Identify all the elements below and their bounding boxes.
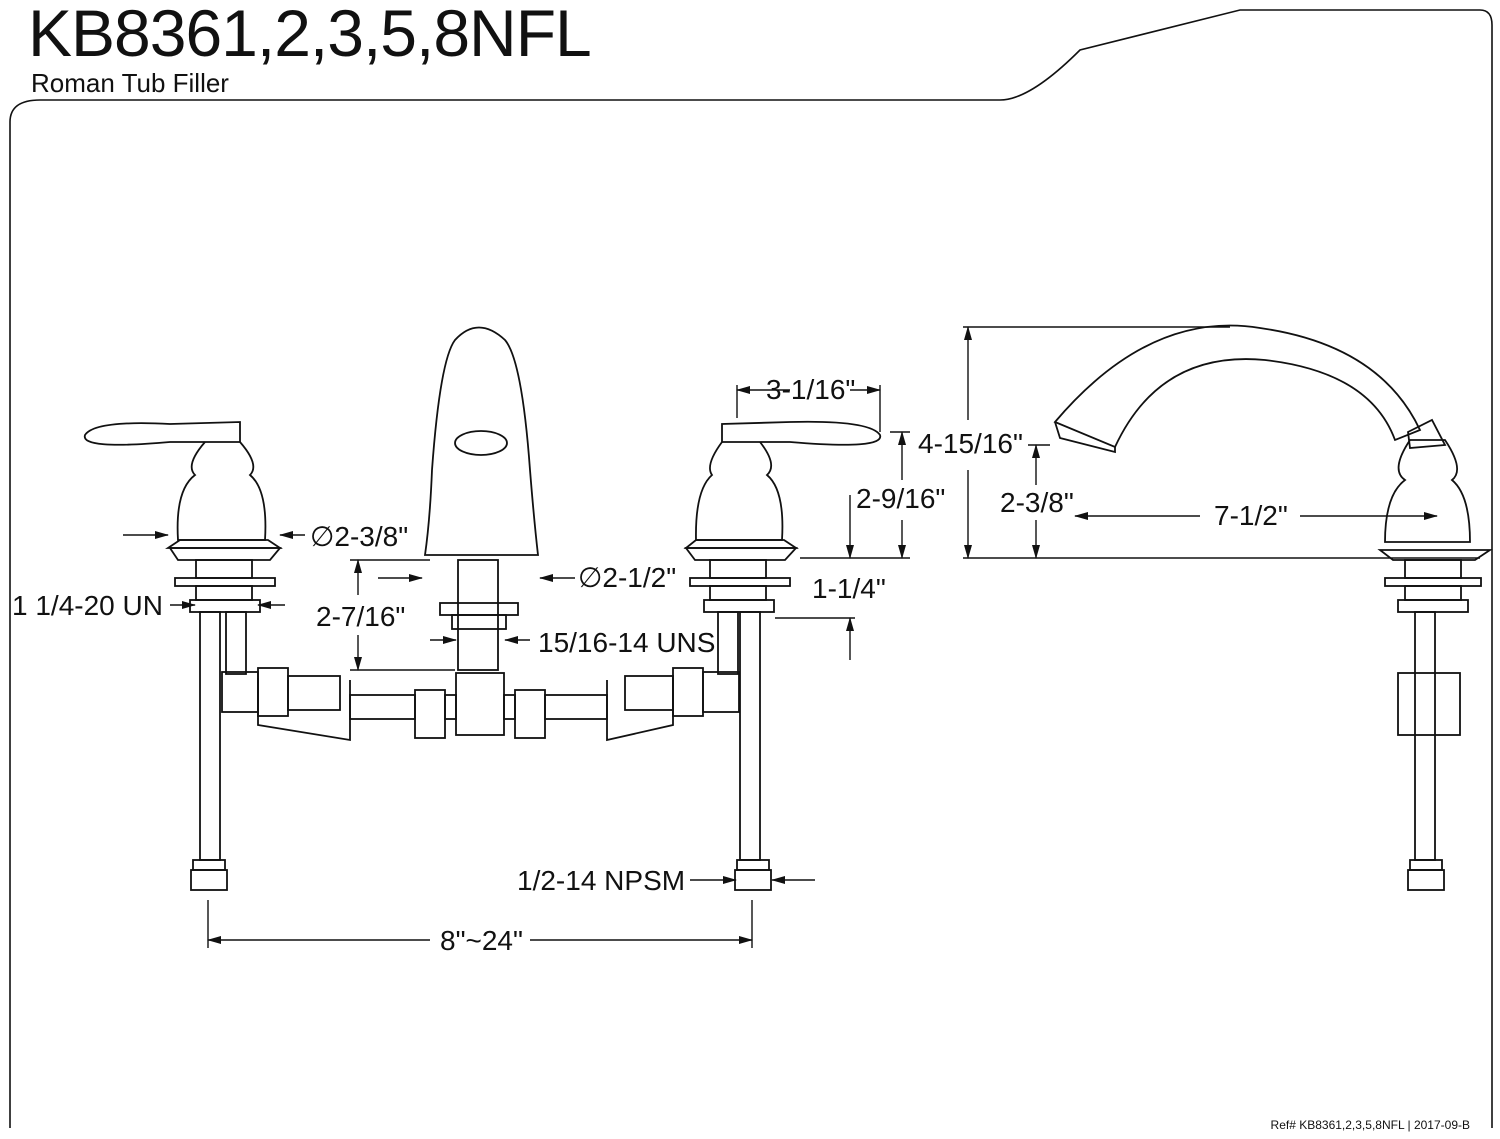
hose-assembly	[221, 667, 740, 742]
page-frame	[9, 9, 1493, 1128]
dim-handle-width: 3-1/16"	[766, 374, 855, 405]
dim-spout-height: 4-15/16"	[918, 428, 1023, 459]
dim-spout-reach: 7-1/2"	[1214, 500, 1288, 531]
spout-side-drawing	[1053, 324, 1493, 891]
right-handle-drawing	[683, 420, 881, 891]
dim-inlet-thread: 1/2-14 NPSM	[517, 865, 685, 896]
dim-handle-height: 2-9/16"	[856, 483, 945, 514]
dim-center-spread: 8"~24"	[440, 925, 523, 956]
left-handle-drawing	[84, 421, 283, 891]
dim-handle-shank-length: 1-1/4"	[812, 573, 886, 604]
dim-spout-shank-length: 2-7/16"	[316, 601, 405, 632]
reference-footer: Ref# KB8361,2,3,5,8NFL | 2017-09-B	[1270, 1118, 1470, 1132]
dim-handle-escutcheon-diameter: ∅2-3/8"	[310, 521, 408, 552]
dim-spout-clearance: 2-3/8"	[1000, 487, 1074, 518]
dim-spout-escutcheon-diameter: ∅2-1/2"	[578, 562, 676, 593]
dim-spout-thread: 15/16-14 UNS	[538, 627, 715, 658]
dim-valve-thread: 1 1/4-20 UN	[12, 590, 163, 621]
spout-front-drawing	[423, 326, 540, 736]
page-title: KB8361,2,3,5,8NFL	[28, 0, 592, 70]
page-subtitle: Roman Tub Filler	[31, 68, 229, 98]
